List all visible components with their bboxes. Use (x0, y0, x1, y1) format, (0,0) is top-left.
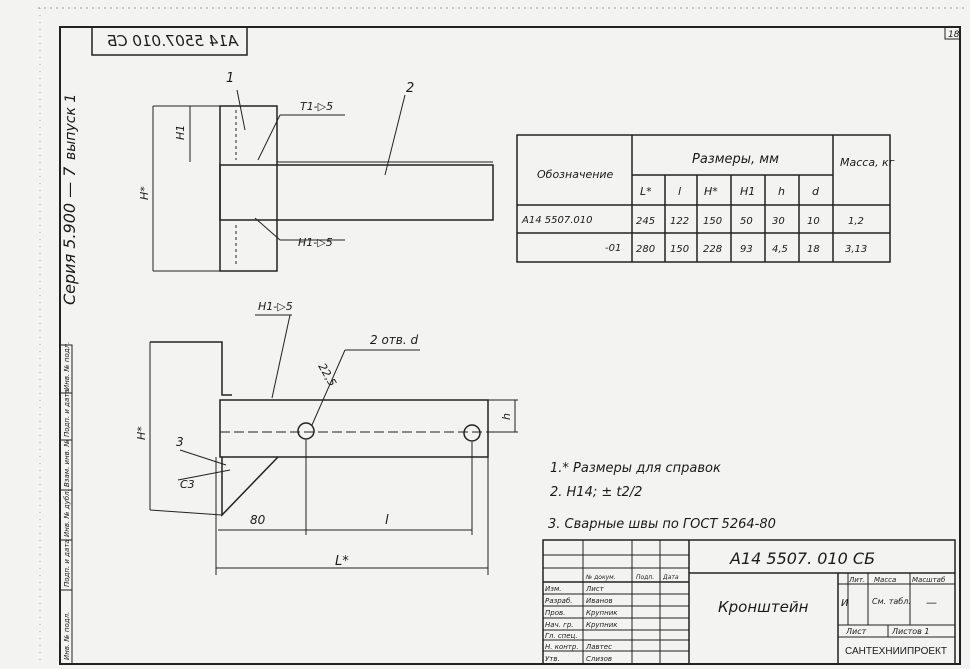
role-5: Гл. спец. (545, 632, 578, 640)
callout-2: 2 (406, 81, 414, 96)
left-strip-1: Инв. № подл. (63, 342, 71, 390)
series-label: Серия 5.900 — 7 (60, 166, 79, 305)
row2-L: 280 (636, 244, 655, 255)
row1-designation: А14 5507.010 (521, 215, 592, 226)
table-sub-l: l (678, 185, 681, 198)
header-scale: Масштаб (912, 576, 946, 584)
table-sub-L: L* (640, 185, 652, 198)
doc-code: А14 5507. 010 СБ (729, 549, 875, 568)
side-view (149, 314, 518, 575)
table-row: А14 5507.010 245 122 150 50 30 10 1,2 (521, 215, 864, 227)
row1-h: 30 (772, 216, 785, 227)
dim-h1-top: H1 (174, 125, 187, 140)
weld-side-label: Н1-▷5 (258, 300, 293, 313)
header-mass: Масса (874, 576, 896, 584)
note-2: 2. Н14; ± t2/2 (550, 485, 642, 500)
row2-mass: 3,13 (845, 244, 867, 255)
left-strip-6: Инв. № подл. (63, 612, 71, 660)
dim-h-side: H* (135, 426, 148, 440)
row1-l: 122 (670, 216, 689, 227)
row2-designation: -01 (605, 243, 621, 254)
row1-H: 150 (703, 216, 722, 227)
callout-3: 3 (176, 435, 184, 449)
dim-small-h: h (500, 413, 513, 420)
mass-value: См. табл. (872, 597, 911, 606)
size-table (516, 134, 891, 263)
row2-h: 4,5 (772, 244, 788, 255)
role-6: Н. контр. (545, 643, 579, 651)
row2-H: 228 (703, 244, 722, 255)
name-3: Крупник (586, 609, 618, 617)
note-1: 1.* Размеры для справок (550, 461, 721, 476)
colhead-sign: Подп. (636, 574, 654, 581)
colhead-doc: № докум. (585, 574, 616, 581)
sheet-label: Лист (845, 627, 867, 636)
hole-label: 2 отв. d (370, 333, 418, 347)
role-2: Разраб. (545, 597, 573, 605)
role-3: Пров. (545, 609, 565, 617)
row1-H1: 50 (740, 216, 753, 227)
title-block (542, 539, 956, 665)
table-col-mass: Масса, кг (840, 156, 895, 169)
dim-L: L* (335, 554, 349, 569)
lit-value: И (841, 598, 849, 609)
colhead-date: Дата (662, 574, 679, 581)
left-strip-3: Взам. инв. № (63, 439, 71, 487)
organization: САНТЕХНИИПРОЕКТ (845, 646, 947, 657)
left-strip-2: Подп. и дата (63, 389, 71, 437)
mirrored-code: A14 5507.010 СБ (107, 32, 239, 50)
scale-value: — (926, 596, 937, 609)
role-7: Утв. (545, 655, 560, 663)
weld-bottom-label: Н1-▷5 (298, 236, 333, 249)
table-sub-d: d (812, 185, 820, 198)
dim-h-top: H* (138, 186, 151, 200)
name-4: Крупник (586, 621, 618, 629)
table-sub-H: H* (704, 185, 718, 198)
row2-l: 150 (670, 244, 689, 255)
name-6: Лавтес (585, 643, 612, 651)
note-3: 3. Сварные швы по ГОСТ 5264-80 (548, 517, 776, 532)
table-col-sizes: Размеры, мм (692, 152, 779, 167)
callout-1: 1 (226, 71, 234, 86)
header-lit: Лит. (848, 576, 865, 584)
row1-L: 245 (636, 216, 655, 227)
role-4: Нач. гр. (545, 621, 574, 629)
table-sub-h: h (778, 185, 785, 198)
left-strip-4: Инв. № дубл. (63, 489, 71, 537)
dim-l: l (385, 513, 389, 528)
role-1: Изм. (545, 585, 561, 593)
row1-mass: 1,2 (848, 216, 864, 227)
drawing-title: Кронштейн (718, 598, 809, 616)
table-sub-H1: H1 (740, 185, 755, 198)
chamfer-label: С3 (180, 478, 195, 491)
weld-top-label: Т1-▷5 (300, 100, 333, 113)
left-strip (59, 344, 73, 665)
row1-d: 10 (807, 216, 820, 227)
name-1: Лист (585, 585, 605, 593)
name-2: Иванов (586, 597, 613, 605)
row2-d: 18 (807, 244, 820, 255)
top-view (152, 89, 494, 272)
dim-80: 80 (250, 513, 266, 527)
sheets-label: Листов 1 (891, 627, 930, 636)
left-strip-5: Подп. и дата (63, 539, 71, 587)
issue-label: выпуск 1 (63, 94, 79, 160)
row2-H1: 93 (740, 244, 753, 255)
name-7: Слизов (586, 655, 612, 663)
table-col-designation: Обозначение (537, 168, 614, 181)
page-number: 18 (948, 30, 960, 40)
table-row: -01 280 150 228 93 4,5 18 3,13 (605, 243, 867, 255)
